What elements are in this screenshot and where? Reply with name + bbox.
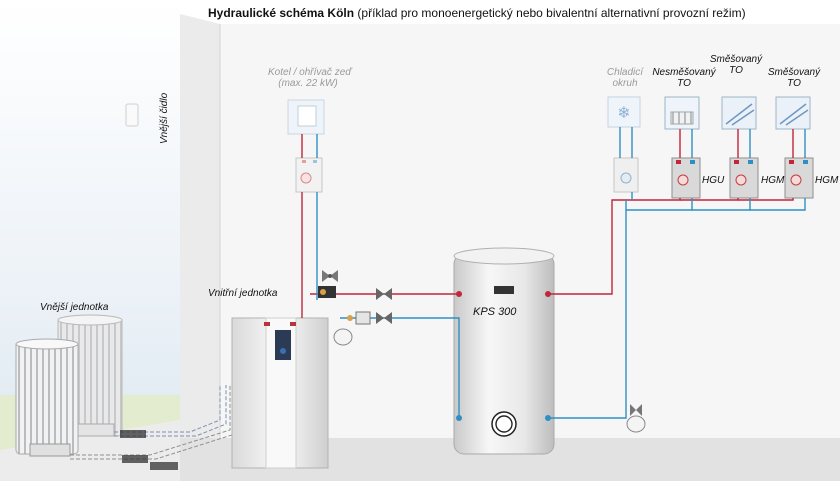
- unmixed-label-line1: Nesměšovaný: [652, 67, 716, 78]
- unmixed-label-line2: TO: [677, 78, 691, 89]
- mixed1-label-line2: TO: [729, 65, 743, 76]
- hgm-label-2: HGM: [815, 175, 839, 186]
- unmixed-circuit-label: Nesměšovaný TO: [650, 67, 718, 89]
- mixed-heating-circuit-2: [775, 96, 814, 199]
- wall-boiler: [287, 99, 325, 135]
- diagram-title: Hydraulické schéma Köln (příklad pro mon…: [208, 6, 746, 20]
- valves: [318, 270, 646, 433]
- pipe-bracket: [150, 462, 178, 470]
- hgm-label-1: HGM: [761, 175, 785, 186]
- mixed-circuit-1-label: Směšovaný TO: [702, 54, 770, 76]
- outdoor-sensor-label: Vnější čidlo: [159, 92, 170, 144]
- cooling-label: Chladicí okruh: [598, 67, 652, 89]
- mixed-circuit-2-label: Směšovaný TO: [760, 67, 828, 89]
- boiler-label-line2: (max. 22 kW): [278, 78, 338, 89]
- pipe-bracket: [120, 430, 146, 438]
- outdoor-unit-label: Vnější jednotka: [40, 302, 109, 313]
- mixed-heating-circuit-1: [721, 96, 759, 199]
- cooling-label-line1: Chladicí: [606, 67, 644, 78]
- buffer-tank: [453, 247, 555, 455]
- mixed1-label-line1: Směšovaný: [709, 54, 763, 65]
- cooling-label-line2: okruh: [612, 78, 638, 89]
- return-pipes: [316, 127, 806, 419]
- outdoor-sensor: [125, 103, 139, 127]
- boiler-label-line1: Kotel / ohřívač zeď: [268, 67, 352, 78]
- mixed2-label-line1: Směšovaný: [767, 67, 821, 78]
- outer-wall-section: [180, 14, 220, 470]
- cooling-circuit-unit: ❄: [607, 96, 641, 193]
- boiler-pump-group: [295, 157, 323, 193]
- svg-text:❄: ❄: [617, 103, 630, 122]
- tank-label: KPS 300: [473, 306, 517, 318]
- mixed2-label-line2: TO: [787, 78, 801, 89]
- boiler-label: Kotel / ohřívač zeď (max. 22 kW): [268, 67, 352, 89]
- unmixed-heating-circuit: [664, 96, 701, 199]
- indoor-unit-label: Vnitřní jednotka: [208, 288, 278, 299]
- pipe-bracket: [122, 455, 148, 463]
- outdoor-unit-front: [15, 338, 79, 457]
- diagram-title-rest: (příklad pro monoenergetický nebo bivale…: [354, 6, 746, 20]
- diagram-title-bold: Hydraulické schéma Köln: [208, 6, 355, 20]
- indoor-unit: [231, 317, 329, 469]
- hgu-label: HGU: [702, 175, 725, 186]
